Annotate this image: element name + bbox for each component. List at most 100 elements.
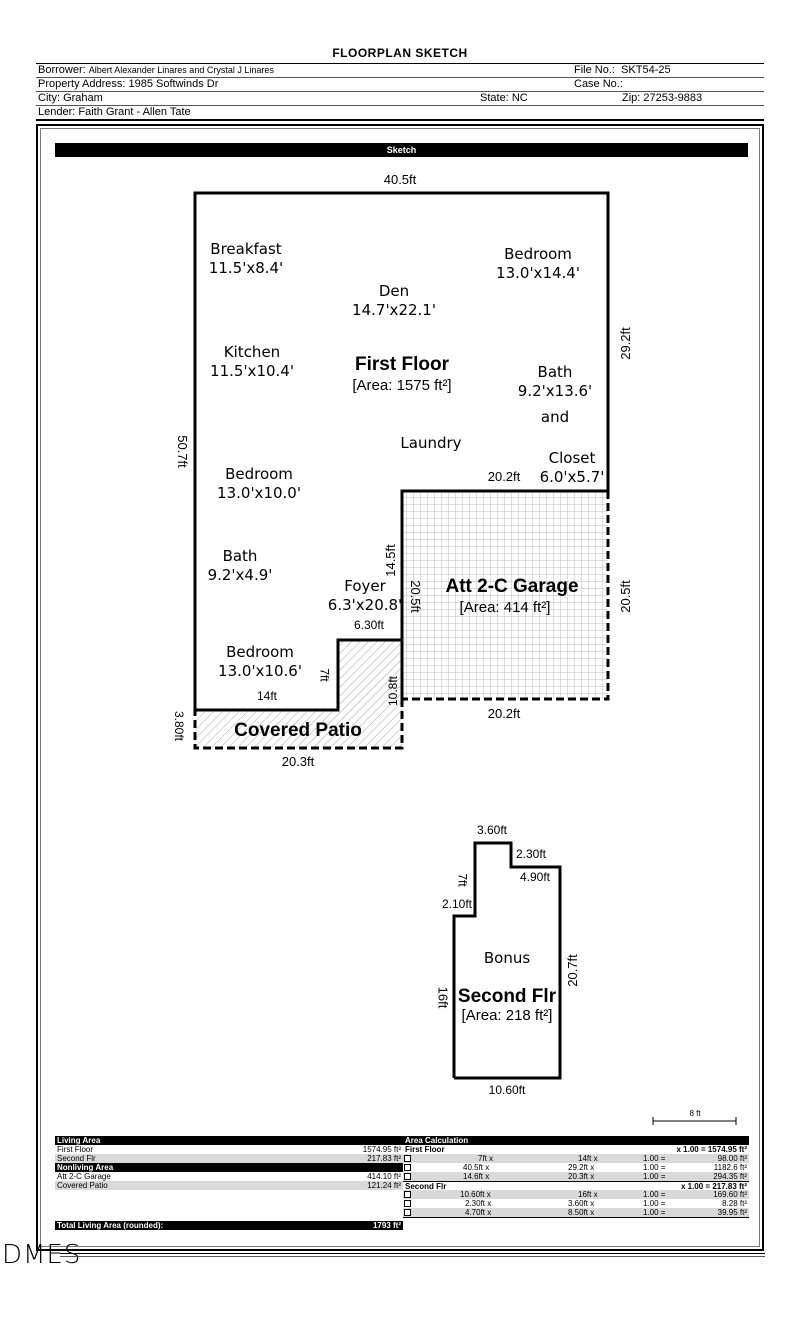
- room-name: Bedroom: [225, 465, 293, 483]
- nonliving-header-label: Nonliving Area: [57, 1163, 114, 1172]
- sketch-frame-inner: [40, 128, 760, 1247]
- garage-area-label: [Area: 414 ft²]: [459, 599, 551, 616]
- calc-row: 14.6ft x 20.3ft x 1.00 = 294.35 ft²: [403, 1172, 749, 1181]
- first-floor-label: First Floor: [355, 354, 449, 375]
- patio-label: Covered Patio: [234, 720, 362, 741]
- borrower-label: Borrower:: [38, 64, 86, 76]
- area-name: Att 2-C Garage: [57, 1172, 111, 1181]
- room-size: 13.0'x14.4': [496, 264, 580, 282]
- dim-2f-step-right: 2.30ft: [515, 847, 547, 861]
- calc-b: 20.3ft x: [568, 1172, 595, 1181]
- row-checkbox[interactable]: [404, 1200, 411, 1207]
- dim-top: 40.5ft: [383, 172, 417, 187]
- calc-value: 39.95 ft²: [717, 1208, 747, 1217]
- room-laundry: Laundry: [400, 434, 462, 452]
- document-title: FLOORPLAN SKETCH: [332, 46, 468, 60]
- second-floor-area: [Area: 218 ft²]: [461, 1007, 553, 1024]
- logo-rule-2: [60, 1256, 765, 1257]
- dim-garage-bottom: 20.2ft: [487, 706, 521, 721]
- room-size: 14.7'x22.1': [352, 301, 436, 319]
- row-checkbox[interactable]: [404, 1173, 411, 1180]
- room-size: 6.0'x5.7': [539, 468, 605, 486]
- dim-patio-left: 3.80ft: [172, 710, 187, 742]
- calc-factor: 1.00 =: [643, 1154, 666, 1163]
- lender-row: Lender: Faith Grant - Allen Tate: [36, 106, 764, 121]
- calc-group-header: Second Flr x 1.00 = 217.83 ft²: [403, 1181, 749, 1191]
- area-name: Second Flr: [57, 1154, 96, 1163]
- zip-value: 27253-9883: [643, 92, 703, 104]
- calc-a: 2.30ft x: [465, 1199, 492, 1208]
- dim-bedroom-notch: 7ft: [317, 668, 332, 682]
- dim-right-upper: 29.2ft: [617, 327, 633, 360]
- second-floor-outline: [452, 841, 562, 1080]
- calc-group-name: Second Flr: [405, 1182, 447, 1191]
- city-row: City: Graham State: NC Zip: 27253-9883: [36, 92, 764, 106]
- case-no-label: Case No.:: [574, 78, 623, 90]
- room-name: Bedroom: [226, 643, 294, 661]
- address-label: Property Address:: [38, 78, 126, 90]
- calc-value: 98.00 ft²: [717, 1154, 747, 1163]
- calc-group-total: x 1.00 = 1574.95 ft²: [676, 1145, 748, 1154]
- company-logo: DMES: [2, 1240, 82, 1270]
- row-checkbox[interactable]: [404, 1209, 411, 1216]
- calc-value: 169.60 ft²: [713, 1190, 747, 1199]
- calc-b: 16ft x: [578, 1190, 598, 1199]
- row-checkbox[interactable]: [404, 1191, 411, 1198]
- room-name: Den: [378, 282, 410, 300]
- dim-garage-top: 20.2ft: [487, 469, 521, 484]
- room-size: 9.2'x4.9': [207, 566, 273, 584]
- calc-value: 294.35 ft²: [713, 1172, 747, 1181]
- area-name: First Floor: [57, 1145, 93, 1154]
- calc-a: 7ft x: [478, 1154, 494, 1163]
- state-label: State:: [480, 92, 509, 104]
- row-checkbox[interactable]: [404, 1155, 411, 1162]
- calc-a: 10.60ft x: [460, 1190, 491, 1199]
- living-row: First Floor 1574.95 ft²: [55, 1145, 403, 1154]
- scale-label: 8 ft: [689, 1109, 701, 1118]
- dim-garage-right: 20.5ft: [617, 580, 633, 613]
- area-value: 414.10 ft²: [367, 1172, 401, 1181]
- address-row: Property Address: 1985 Softwinds Dr Case…: [36, 78, 764, 92]
- calc-factor: 1.00 =: [643, 1163, 666, 1172]
- row-checkbox[interactable]: [404, 1164, 411, 1171]
- city-label: City:: [38, 92, 60, 104]
- dim-2f-step-bottom: 4.90ft: [519, 870, 551, 884]
- calc-row: 7ft x 14ft x 1.00 = 98.00 ft²: [403, 1154, 749, 1163]
- calc-factor: 1.00 =: [643, 1208, 666, 1217]
- room-size: 13.0'x10.6': [218, 662, 302, 680]
- calc-row: 2.30ft x 3.60ft x 1.00 = 8.28 ft²: [403, 1199, 749, 1208]
- living-row: Second Flr 217.83 ft²: [55, 1154, 403, 1163]
- area-value: 217.83 ft²: [367, 1154, 401, 1163]
- room-name: Closet: [548, 449, 596, 467]
- room-size: 11.5'x8.4': [208, 259, 284, 277]
- room-size: 6.3'x20.8': [327, 596, 403, 614]
- room-size: 13.0'x10.0': [217, 484, 301, 502]
- lender-label: Lender:: [38, 106, 76, 118]
- calc-row: 10.60ft x 16ft x 1.00 = 169.60 ft²: [403, 1190, 749, 1199]
- dim-patio-bottom: 20.3ft: [281, 754, 315, 769]
- state-value: NC: [511, 92, 528, 104]
- room-name: Kitchen: [223, 343, 281, 361]
- calc-a: 14.6ft x: [463, 1172, 490, 1181]
- area-value: 1574.95 ft²: [362, 1145, 401, 1154]
- file-no-value: SKT54-25: [621, 64, 671, 76]
- borrower-row: Borrower: Albert Alexander Linares and C…: [36, 64, 764, 78]
- calc-a: 4.70ft x: [465, 1208, 492, 1217]
- calc-b: 8.50ft x: [568, 1208, 595, 1217]
- room-size: 11.5'x10.4': [210, 362, 294, 380]
- garage-area: [400, 489, 610, 701]
- file-no-label: File No.:: [574, 64, 615, 76]
- dim-2f-top: 3.60ft: [476, 823, 508, 837]
- dim-2f-bottom: 10.60ft: [488, 1083, 526, 1097]
- room-name: Bath: [537, 363, 573, 381]
- header-info: Borrower: Albert Alexander Linares and C…: [36, 63, 764, 121]
- nonliving-area-header: Nonliving Area: [55, 1163, 403, 1172]
- living-area-header: Living Area: [55, 1136, 403, 1145]
